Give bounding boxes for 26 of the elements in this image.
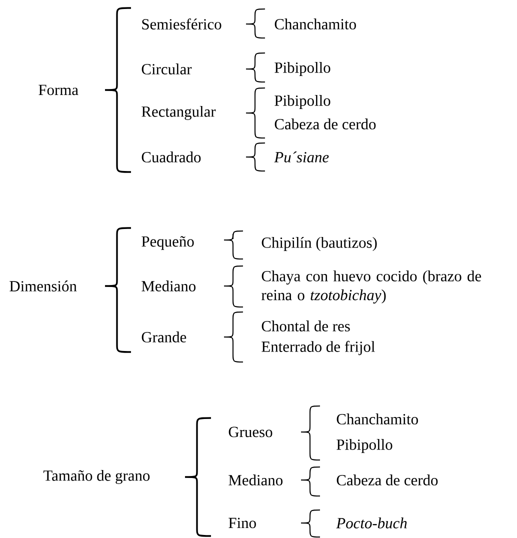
category-label: Enterrado de frijol (262, 340, 375, 356)
category-label: Rectangular (142, 106, 216, 120)
category-label: Semiesférico (142, 18, 222, 30)
category-label: Pibipollo (274, 62, 330, 76)
category-label: Cuadrado (142, 152, 201, 162)
category-label: Chipilín (bautizos) (262, 236, 377, 251)
category-label: Fino (228, 518, 256, 528)
category-label: Grande (142, 332, 186, 342)
category-label: Mediano (228, 474, 282, 486)
category-label: Chontal de res (262, 320, 350, 332)
category-label: Cabeza de cerdo (336, 474, 438, 486)
category-label: Chanchamito (274, 18, 356, 30)
category-label: Pequeño (142, 236, 194, 250)
category-label: Chaya con huevo cocido (brazo de reina o tzotobichay) (262, 270, 482, 304)
category-label: Pibipollo (336, 438, 392, 453)
category-label: Pocto-buch (336, 518, 407, 528)
category-label: Cabeza de cerdo (274, 118, 376, 130)
category-label: Dimensión (10, 280, 77, 292)
category-label: Pu´siane (274, 152, 329, 162)
category-label: Forma (38, 84, 78, 96)
category-label: Mediano (142, 280, 196, 292)
category-label: Circular (142, 64, 192, 74)
category-label: Grueso (228, 426, 272, 438)
category-label: Chanchamito (336, 414, 418, 424)
category-label: Pibipollo (274, 95, 330, 109)
category-label: Tamaño de grano (43, 470, 150, 484)
